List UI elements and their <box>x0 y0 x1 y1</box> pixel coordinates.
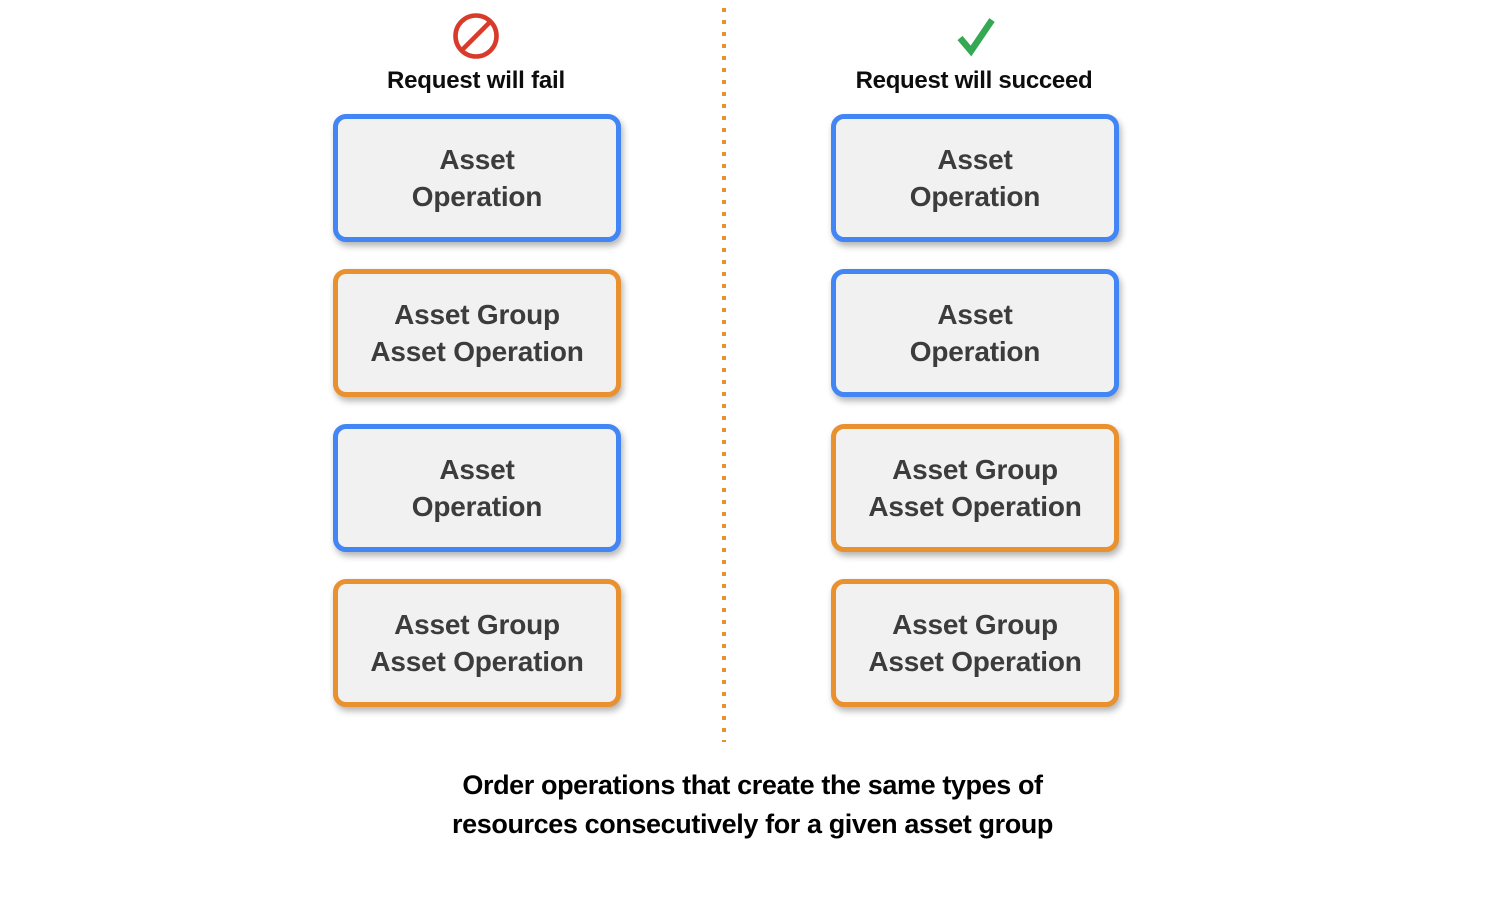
operation-box-label: Asset Operation <box>411 144 543 212</box>
operation-box-label: Asset Operation <box>411 454 543 522</box>
column-header-label: Request will fail <box>387 67 565 94</box>
operation-box[interactable]: Asset Group Asset Operation <box>333 579 621 707</box>
operation-box-label: Asset Operation <box>909 299 1041 367</box>
column-header-fail: Request will fail <box>326 10 626 96</box>
column-header-label: Request will succeed <box>855 67 1093 94</box>
operation-box[interactable]: Asset Group Asset Operation <box>831 424 1119 552</box>
column-divider <box>722 8 726 742</box>
operation-box[interactable]: Asset Operation <box>831 114 1119 242</box>
operation-stack-fail: Asset Operation Asset Group Asset Operat… <box>333 114 621 707</box>
prohibited-icon <box>453 13 499 59</box>
operation-stack-succeed: Asset Operation Asset Operation Asset Gr… <box>831 114 1119 707</box>
operation-box-label: Asset Group Asset Operation <box>370 609 584 677</box>
operation-box[interactable]: Asset Operation <box>831 269 1119 397</box>
operation-box[interactable]: Asset Operation <box>333 424 621 552</box>
operation-box[interactable]: Asset Group Asset Operation <box>333 269 621 397</box>
column-header-succeed: Request will succeed <box>824 10 1124 96</box>
checkmark-icon <box>957 18 995 57</box>
operation-box-label: Asset Group Asset Operation <box>868 454 1082 522</box>
operation-box[interactable]: Asset Group Asset Operation <box>831 579 1119 707</box>
diagram-caption: Order operations that create the same ty… <box>452 770 1053 839</box>
operation-box-label: Asset Operation <box>909 144 1041 212</box>
operation-box-label: Asset Group Asset Operation <box>370 299 584 367</box>
operation-box-label: Asset Group Asset Operation <box>868 609 1082 677</box>
operation-box[interactable]: Asset Operation <box>333 114 621 242</box>
